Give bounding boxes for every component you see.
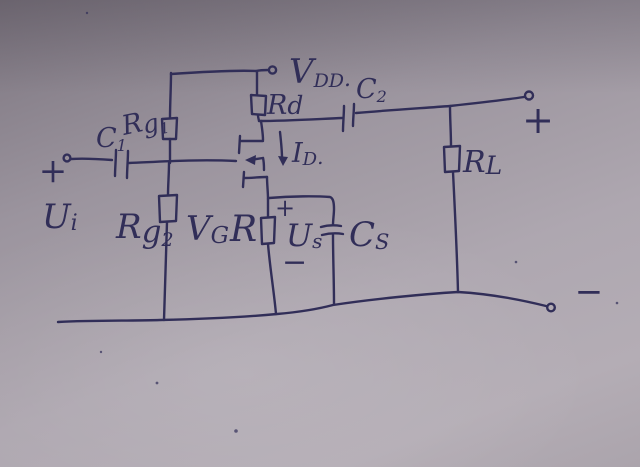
mosfet-channel-top-bar — [237, 134, 242, 155]
output-plus-sign: + — [522, 98, 554, 142]
drain-wire — [259, 119, 265, 142]
speck — [514, 260, 518, 264]
mosfet-symbol — [237, 119, 269, 189]
vg-label: VG — [186, 209, 229, 249]
id-arrow-head — [278, 156, 288, 166]
c1-label: C1 — [96, 123, 127, 155]
mosfet-channel-bottom-bar — [241, 170, 246, 189]
output-minus-sign: − — [575, 272, 604, 312]
c1-right-plate — [125, 149, 130, 180]
cs-top-plate — [319, 224, 343, 229]
paper-specks — [85, 11, 619, 433]
resistor-rl: RL — [442, 104, 502, 294]
resistor-r-box — [259, 215, 277, 246]
r-label: R — [229, 209, 257, 250]
capacitor-c1: C1 — [96, 123, 238, 180]
bias-divider: Rg1 Rg2 VG — [115, 71, 229, 322]
rd-label: Rd — [266, 90, 303, 121]
c2-left-plate — [341, 104, 346, 133]
cs-label: CS — [349, 215, 389, 255]
speck — [99, 350, 103, 354]
speck — [234, 429, 238, 433]
speck — [155, 381, 159, 385]
ui-label: Ui — [42, 197, 78, 237]
resistor-rg2-box — [157, 193, 179, 224]
cs-wire-ground — [331, 233, 336, 306]
vdd-label: VDD. — [289, 52, 351, 92]
ground-rail: − — [56, 272, 604, 324]
rg2-wire-ground — [162, 220, 169, 322]
c2-right-plate — [351, 102, 356, 128]
gate-wire — [127, 159, 238, 165]
rl-wire-top — [448, 104, 453, 148]
rl-wire-ground — [451, 170, 460, 294]
us-minus-sign: − — [282, 245, 307, 280]
id-arrow-line — [278, 130, 284, 160]
drain-to-c2-wire — [257, 116, 344, 123]
us-plus-sign: + — [275, 194, 295, 222]
rg1-wire-top — [168, 71, 173, 120]
source-to-cs-wire — [267, 195, 336, 227]
c2-label: C2 — [356, 74, 387, 106]
resistor-rl-box — [442, 144, 462, 174]
us-label: Us — [286, 218, 322, 254]
rl-label: RL — [462, 145, 502, 180]
ground-wire — [56, 290, 548, 324]
rg2-label: Rg2 — [115, 207, 174, 251]
speck — [85, 11, 89, 15]
mosfet-body-connector — [261, 156, 266, 172]
cs-bottom-plate — [320, 232, 345, 237]
mosfet-source-lead — [242, 175, 269, 180]
r-wire-ground — [266, 242, 278, 316]
capacitor-c2: C2 + — [341, 74, 554, 142]
resistor-rd: Rd — [249, 69, 344, 123]
input-wire — [69, 157, 114, 162]
id-label: ID. — [291, 138, 323, 170]
top-rail-wire — [169, 68, 270, 76]
ground-terminal — [546, 302, 557, 313]
source-wire — [265, 175, 270, 201]
resistor-rg1-box — [160, 116, 179, 141]
id-current-annotation: ID. — [278, 130, 323, 170]
rg1-label: Rg1 — [118, 102, 171, 146]
speck — [615, 301, 619, 305]
input-section: + Ui — [39, 151, 114, 237]
output-terminal — [523, 90, 535, 101]
c1-left-plate — [113, 148, 118, 178]
vdd-rail: VDD. — [169, 52, 351, 92]
resistor-rd-box — [249, 93, 268, 117]
vdd-terminal — [267, 65, 278, 75]
mosfet-arrow-head — [245, 155, 256, 165]
source-network: R + Us − CS — [229, 175, 389, 316]
rg2-wire-top — [166, 161, 171, 197]
